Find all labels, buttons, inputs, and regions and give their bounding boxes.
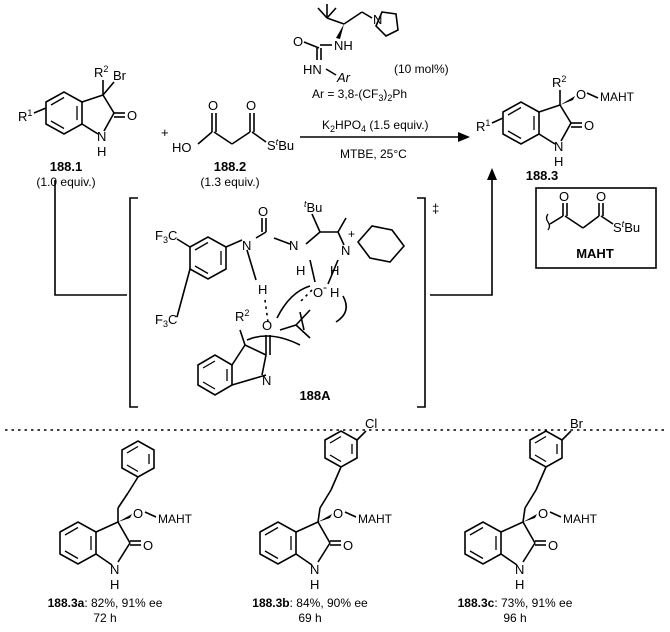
- example-a-nitrogen: N: [110, 562, 119, 577]
- product-r1-label: R1: [476, 118, 490, 134]
- example-c-maht: MAHT: [563, 512, 598, 526]
- aryl-label: Ar: [336, 70, 351, 85]
- thioester-carbonyl-oxygen: O: [246, 98, 256, 113]
- transition-state-label: 188A: [299, 388, 331, 403]
- example-a-time: 72 h: [93, 611, 116, 625]
- ts-cf3-top: F3C: [155, 228, 177, 245]
- example-a-nh-hydrogen: H: [110, 577, 119, 592]
- reaction-arrowhead: [458, 132, 470, 142]
- ts-enolate-h: H: [330, 285, 339, 300]
- sm2-label: 188.2: [214, 159, 247, 174]
- example-b-carbonyl-oxygen: O: [343, 538, 353, 553]
- example-b-chlorine: Cl: [365, 416, 377, 431]
- example-a-structure: [59, 440, 157, 566]
- example-c-ether-oxygen: O: [538, 506, 548, 521]
- example-c-structure: [464, 430, 572, 566]
- example-b-nh-hydrogen: H: [310, 577, 319, 592]
- transition-state-structure: [176, 213, 406, 396]
- base-conditions: K2HPO4 (1.5 equiv.): [322, 118, 429, 134]
- maht-definition-box: [535, 187, 657, 269]
- example-a-carbonyl-oxygen: O: [143, 538, 153, 553]
- catalyst-loading: (10 mol%): [394, 62, 449, 76]
- sm1-label: 188.1: [50, 159, 83, 174]
- bromine-atom: Br: [113, 68, 127, 83]
- malonic-half-thioester-structure: [197, 113, 267, 145]
- ts-cf3-bottom: F3C: [155, 312, 177, 329]
- maht-oxygen-1: O: [559, 189, 569, 204]
- product-ether-oxygen: O: [576, 87, 586, 102]
- ts-isatin-nitrogen: N: [262, 373, 271, 388]
- ts-enolate-charge: -: [323, 280, 327, 294]
- sm1-equiv: (1.0 equiv.): [36, 175, 95, 189]
- ts-ammonium-charge: +: [348, 227, 355, 241]
- product-structure: [491, 90, 582, 145]
- ts-ammonium-h: H: [330, 263, 339, 278]
- maht-structure: [545, 203, 614, 231]
- maht-label: MAHT: [576, 246, 614, 261]
- nh-hydrogen: H: [97, 144, 106, 159]
- ts-urea-n1: N: [242, 238, 251, 253]
- example-c-result: 188.3c: 73%, 91% ee: [458, 596, 573, 610]
- sm2-equiv: (1.3 equiv.): [200, 175, 259, 189]
- sulfur-tbu-group: StBu: [267, 137, 294, 153]
- maht-oxygen-2: O: [596, 189, 606, 204]
- example-a-result: 188.3a: 82%, 91% ee: [48, 596, 163, 610]
- example-b-result: 188.3b: 84%, 90% ee: [252, 596, 368, 610]
- ts-bracket-left: [129, 197, 138, 408]
- maht-sulfur-tbu: StBu: [613, 219, 640, 235]
- product-nh-hydrogen: H: [554, 154, 563, 169]
- example-b-maht: MAHT: [358, 512, 393, 526]
- solvent-temperature: MTBE, 25°C: [340, 147, 407, 161]
- example-b-time: 69 h: [298, 611, 321, 625]
- example-c-bromine: Br: [570, 416, 584, 431]
- urea-catalyst-structure: [303, 4, 399, 60]
- product-maht-group: MAHT: [600, 90, 635, 104]
- ts-urea-h1: H: [258, 282, 267, 297]
- product-label: 188.3: [526, 168, 559, 183]
- ts-isatin-oxygen: O: [262, 318, 272, 333]
- catalyst-nh: NH: [334, 38, 353, 53]
- ts-bracket-right: [417, 197, 426, 408]
- transition-state-dagger: ‡: [432, 201, 439, 216]
- product-nitrogen: N: [554, 139, 563, 154]
- urea-oxygen: O: [293, 34, 303, 49]
- plus-sign: +: [161, 125, 169, 140]
- connector-arrowhead: [487, 168, 497, 180]
- product-r2-label: R2: [552, 74, 566, 90]
- example-a-maht: MAHT: [158, 512, 193, 526]
- product-carbonyl-oxygen: O: [584, 118, 594, 133]
- nitrogen-atom: N: [97, 129, 106, 144]
- ts-urea-oxygen: O: [258, 204, 268, 219]
- carbonyl-oxygen: O: [127, 108, 137, 123]
- acid-carbonyl-oxygen: O: [208, 98, 218, 113]
- aryl-definition: Ar = 3,8-(CF3)2Ph: [312, 87, 407, 103]
- ts-urea-h2: H: [296, 263, 305, 278]
- example-c-time: 96 h: [503, 611, 526, 625]
- catalyst-hn: HN: [303, 62, 322, 77]
- ts-tbu: tBu: [304, 199, 322, 215]
- r1-label: R1: [18, 108, 32, 124]
- example-c-nh-hydrogen: H: [515, 577, 524, 592]
- ts-urea-n2: N: [289, 238, 298, 253]
- ts-ammonium-n: N: [341, 243, 350, 258]
- example-b-structure: [259, 430, 367, 566]
- example-c-carbonyl-oxygen: O: [548, 538, 558, 553]
- r2-label: R2: [94, 64, 108, 80]
- connector-right: [430, 178, 493, 296]
- ts-r2-label: R2: [235, 308, 249, 324]
- oxindole-bromide-structure: [33, 80, 125, 135]
- example-b-ether-oxygen: O: [333, 506, 343, 521]
- hydroxyl-group: HO: [172, 140, 192, 155]
- example-a-ether-oxygen: O: [133, 506, 143, 521]
- example-c-nitrogen: N: [515, 562, 524, 577]
- example-b-nitrogen: N: [310, 562, 319, 577]
- pyrrolidine-nitrogen: N: [373, 12, 382, 27]
- connector-left: [54, 180, 127, 296]
- ts-enolate-oxygen: O: [313, 285, 323, 300]
